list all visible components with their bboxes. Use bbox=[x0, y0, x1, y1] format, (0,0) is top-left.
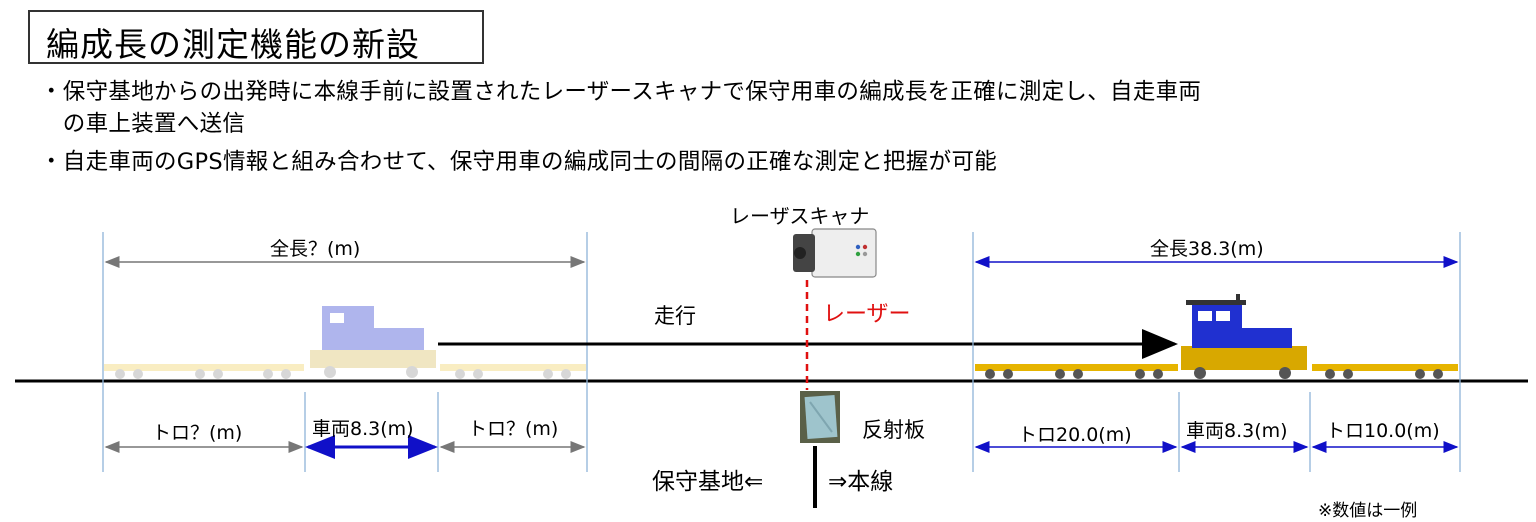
reflector-plate bbox=[800, 391, 840, 443]
left-seg2-label: 車両8.3(m) bbox=[312, 418, 414, 440]
left-guide-lines bbox=[102, 232, 588, 472]
direction-right-label: ⇒本線 bbox=[828, 469, 894, 495]
right-total-label: 全長38.3(m) bbox=[1150, 238, 1264, 260]
reflector-label: 反射板 bbox=[862, 418, 925, 442]
title-box: 編成長の測定機能の新設 bbox=[28, 10, 484, 64]
direction-left-label: 保守基地⇐ bbox=[652, 469, 764, 495]
travel-label: 走行 bbox=[654, 304, 696, 328]
left-seg3-label: トロ？(m) bbox=[468, 418, 559, 440]
right-seg2-label: 車両8.3(m) bbox=[1186, 420, 1288, 442]
page-title: 編成長の測定機能の新設 bbox=[46, 25, 420, 64]
left-seg1-label: トロ？(m) bbox=[152, 422, 243, 444]
bullet-2: ・自走車両のGPS情報と組み合わせて、保守用車の編成同士の間隔の正確な測定と把握… bbox=[40, 149, 998, 175]
right-seg3-label: トロ10.0(m) bbox=[1326, 420, 1440, 442]
bullet-1: ・保守基地からの出発時に本線手前に設置されたレーザースキャナで保守用車の編成長を… bbox=[40, 79, 1202, 105]
right-seg1-label: トロ20.0(m) bbox=[1018, 424, 1132, 446]
laser-label: レーザー bbox=[823, 302, 911, 327]
scanner-label: レーザスキャナ bbox=[730, 204, 870, 228]
footnote: ※数値は一例 bbox=[1318, 501, 1418, 521]
right-guide-lines bbox=[972, 232, 1461, 472]
left-total-label: 全長？(m) bbox=[270, 238, 361, 260]
bullet-1-cont: の車上装置へ送信 bbox=[40, 111, 246, 137]
right-train bbox=[975, 294, 1458, 379]
left-train-faded bbox=[104, 306, 586, 379]
scanner-device bbox=[793, 228, 877, 278]
